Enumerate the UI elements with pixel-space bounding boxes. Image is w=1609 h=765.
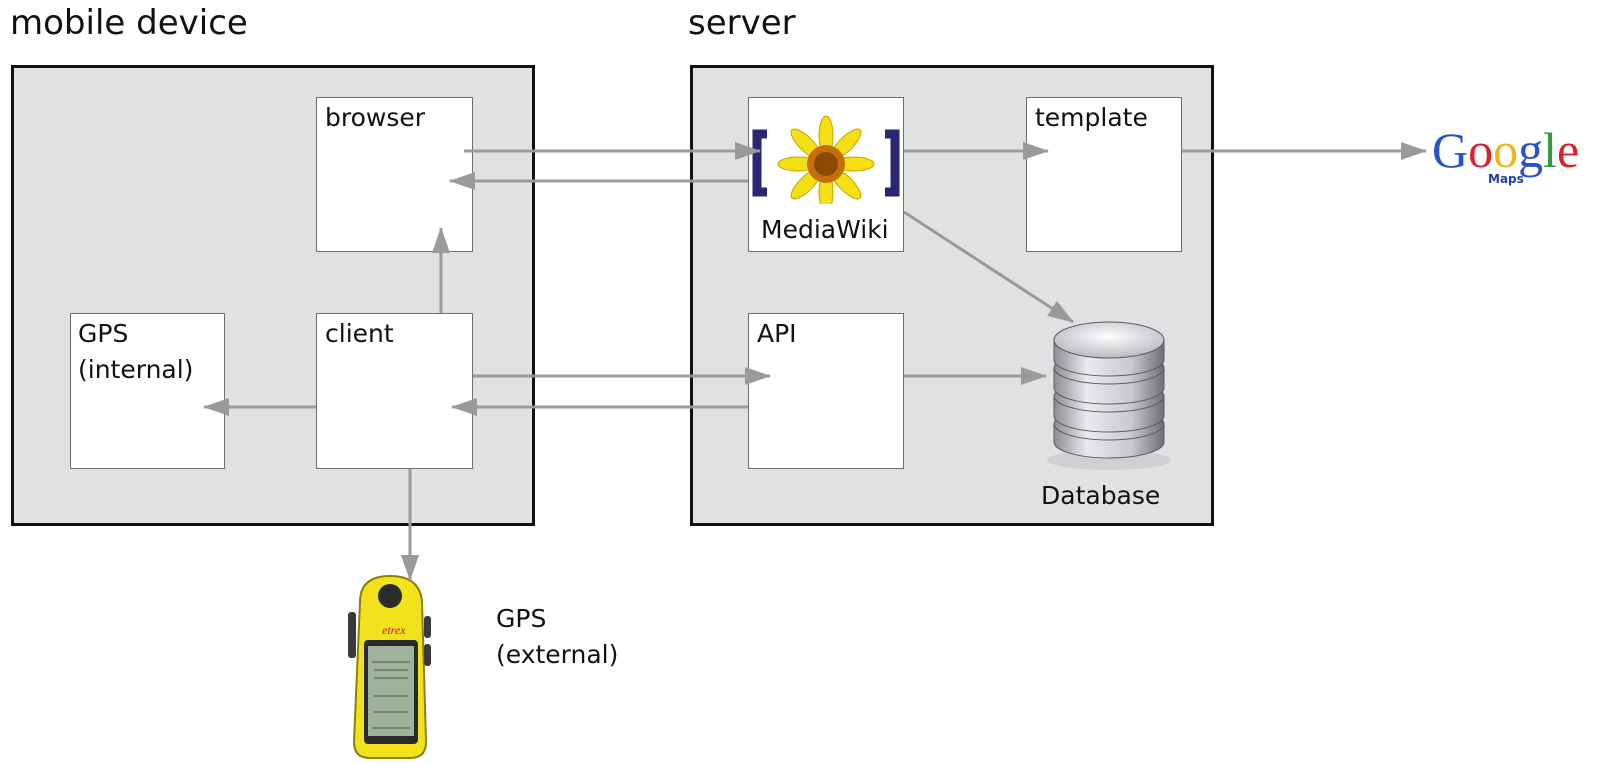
client-node: client <box>316 313 473 469</box>
gps-external-device: etrex GARMIN <box>344 572 436 761</box>
google-wordmark: Google <box>1432 125 1579 175</box>
client-label: client <box>325 319 394 348</box>
gps-internal-label-line1: GPS <box>78 319 129 348</box>
api-label: API <box>757 319 797 348</box>
etrex-text: etrex <box>382 623 406 637</box>
gps-internal-label-line2: (internal) <box>78 355 194 384</box>
gps-device-icon: etrex GARMIN <box>348 574 431 759</box>
google-letter: o <box>1493 122 1519 178</box>
mediawiki-label: MediaWiki <box>761 215 889 244</box>
template-label: template <box>1035 103 1148 132</box>
google-letter: o <box>1468 122 1494 178</box>
database-label: Database <box>1041 481 1161 510</box>
google-maps-sublabel: Maps <box>1488 172 1524 186</box>
google-letter: g <box>1518 122 1544 178</box>
mobile-device-title: mobile device <box>10 3 248 43</box>
google-letter: e <box>1557 122 1580 178</box>
google-letter: l <box>1543 122 1558 178</box>
gps-external-label-line1: GPS <box>496 604 547 633</box>
google-letter: G <box>1432 122 1469 178</box>
server-title: server <box>688 3 796 43</box>
mediawiki-node: MediaWiki <box>748 97 904 252</box>
gps-internal-node: GPS (internal) <box>70 313 225 469</box>
gps-external-label-line2: (external) <box>496 640 619 669</box>
database-icon <box>1047 321 1171 470</box>
mediawiki-logo <box>752 115 900 204</box>
database-node <box>1036 312 1186 474</box>
sunflower-icon <box>777 115 875 204</box>
google-maps-logo: Google Maps <box>1432 125 1604 195</box>
api-node: API <box>748 313 904 469</box>
browser-node: browser <box>316 97 473 252</box>
arrow-mediawiki-to-database <box>903 210 1074 324</box>
garmin-text: GARMIN <box>380 748 404 755</box>
template-node: template <box>1026 97 1182 252</box>
browser-label: browser <box>325 103 426 132</box>
